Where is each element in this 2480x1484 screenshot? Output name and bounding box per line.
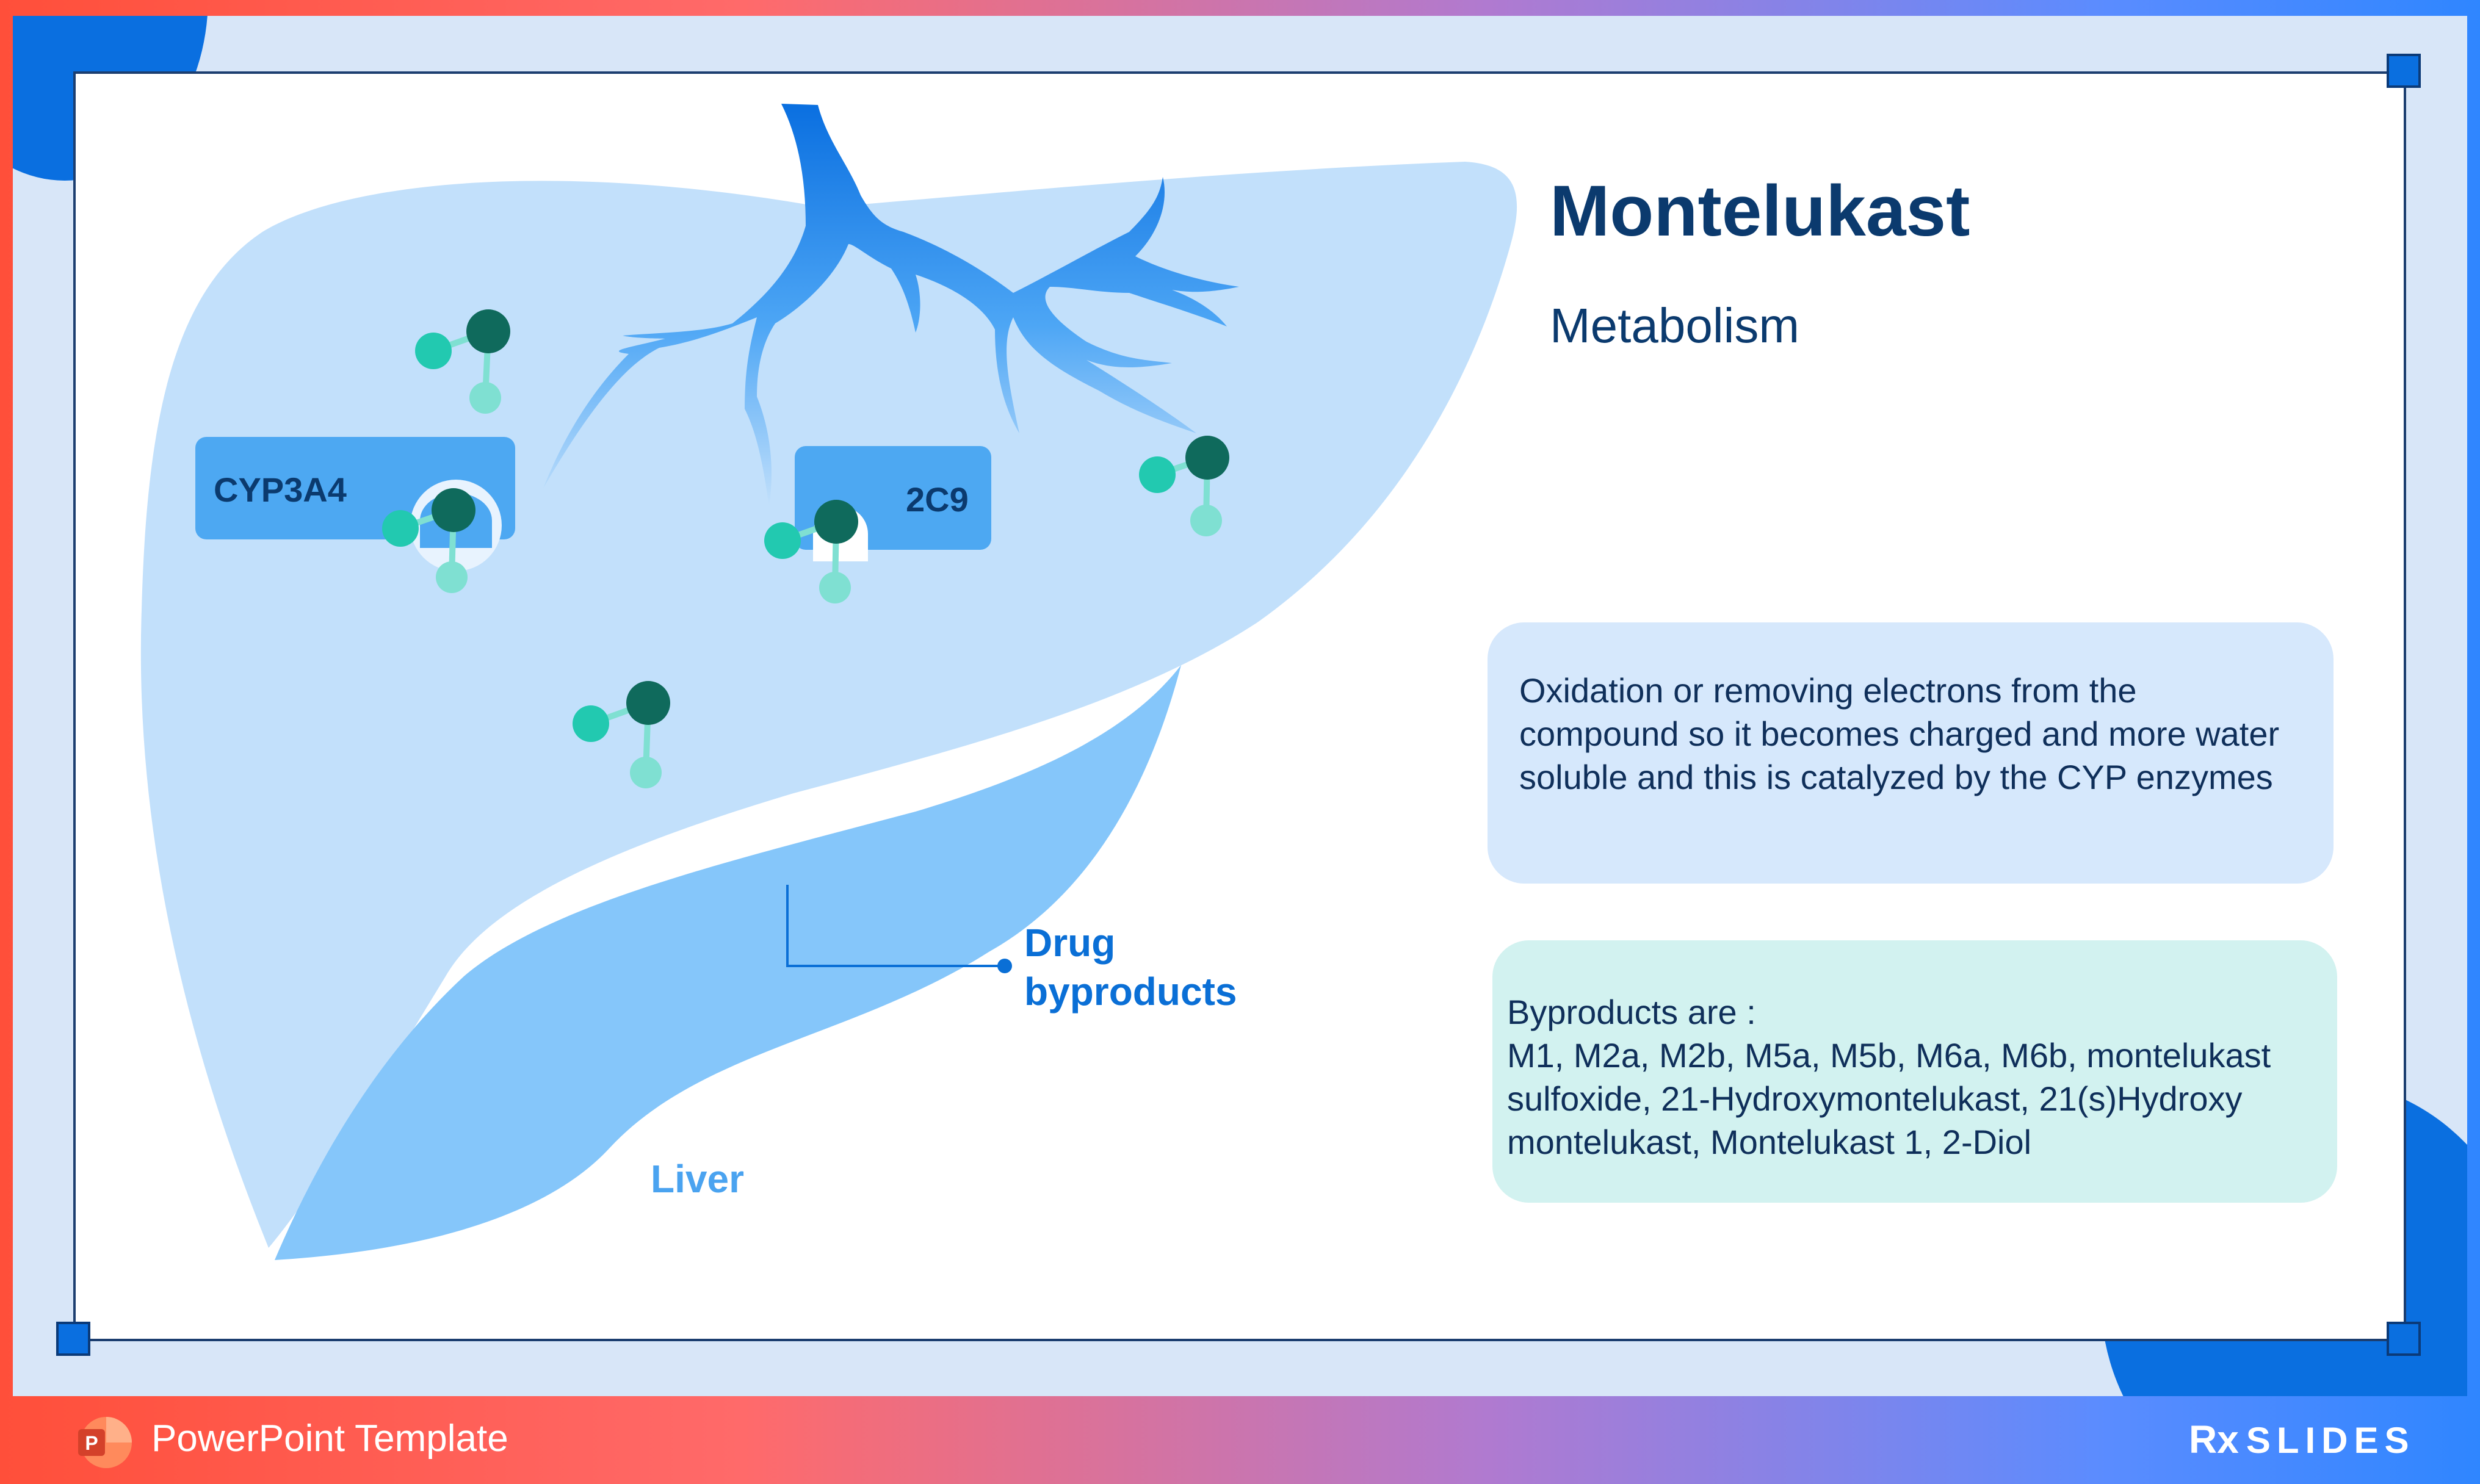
brand-name: SLIDES (2246, 1420, 2415, 1461)
slide-title: Montelukast (1550, 171, 1970, 251)
molecule-icon (764, 500, 858, 603)
brand-rx: Rx (2189, 1417, 2239, 1461)
molecule-icon (573, 681, 670, 788)
liver-label: Liver (651, 1157, 744, 1201)
oxidation-text: Oxidation or removing electrons from the… (1519, 671, 2280, 796)
molecule-icon (415, 309, 510, 414)
callout-leader-dot (997, 959, 1012, 973)
byproducts-heading: Byproducts are : (1507, 993, 1756, 1031)
drug-byproducts-callout: Drug byproducts (1024, 918, 1237, 1016)
molecule-icon (1139, 436, 1229, 536)
callout-line-2: byproducts (1024, 970, 1237, 1014)
slide-subtitle: Metabolism (1550, 298, 1800, 353)
byproducts-list: M1, M2a, M2b, M5a, M5b, M6a, M6b, montel… (1507, 1036, 2271, 1161)
callout-leader-line (786, 885, 1005, 967)
molecule-icon (382, 488, 475, 593)
frame-corner-square-bottom-left (56, 1322, 90, 1356)
liver-lower-lobe (275, 665, 1181, 1260)
footer-template-label: PowerPoint Template (151, 1417, 508, 1460)
callout-line-1: Drug (1024, 921, 1116, 965)
enzyme-2c9-label: 2C9 (906, 480, 969, 519)
powerpoint-icon: P (78, 1417, 132, 1468)
enzyme-cyp3a4-label: CYP3A4 (214, 470, 347, 509)
powerpoint-icon-letter: P (85, 1432, 98, 1454)
frame-corner-square-top-right (2387, 54, 2421, 88)
liver-shape (140, 162, 1517, 1248)
byproducts-info-box: Byproducts are : M1, M2a, M2b, M5a, M5b,… (1492, 940, 2337, 1203)
oxidation-info-box: Oxidation or removing electrons from the… (1488, 622, 2334, 884)
frame-corner-square-bottom-right (2387, 1322, 2421, 1356)
